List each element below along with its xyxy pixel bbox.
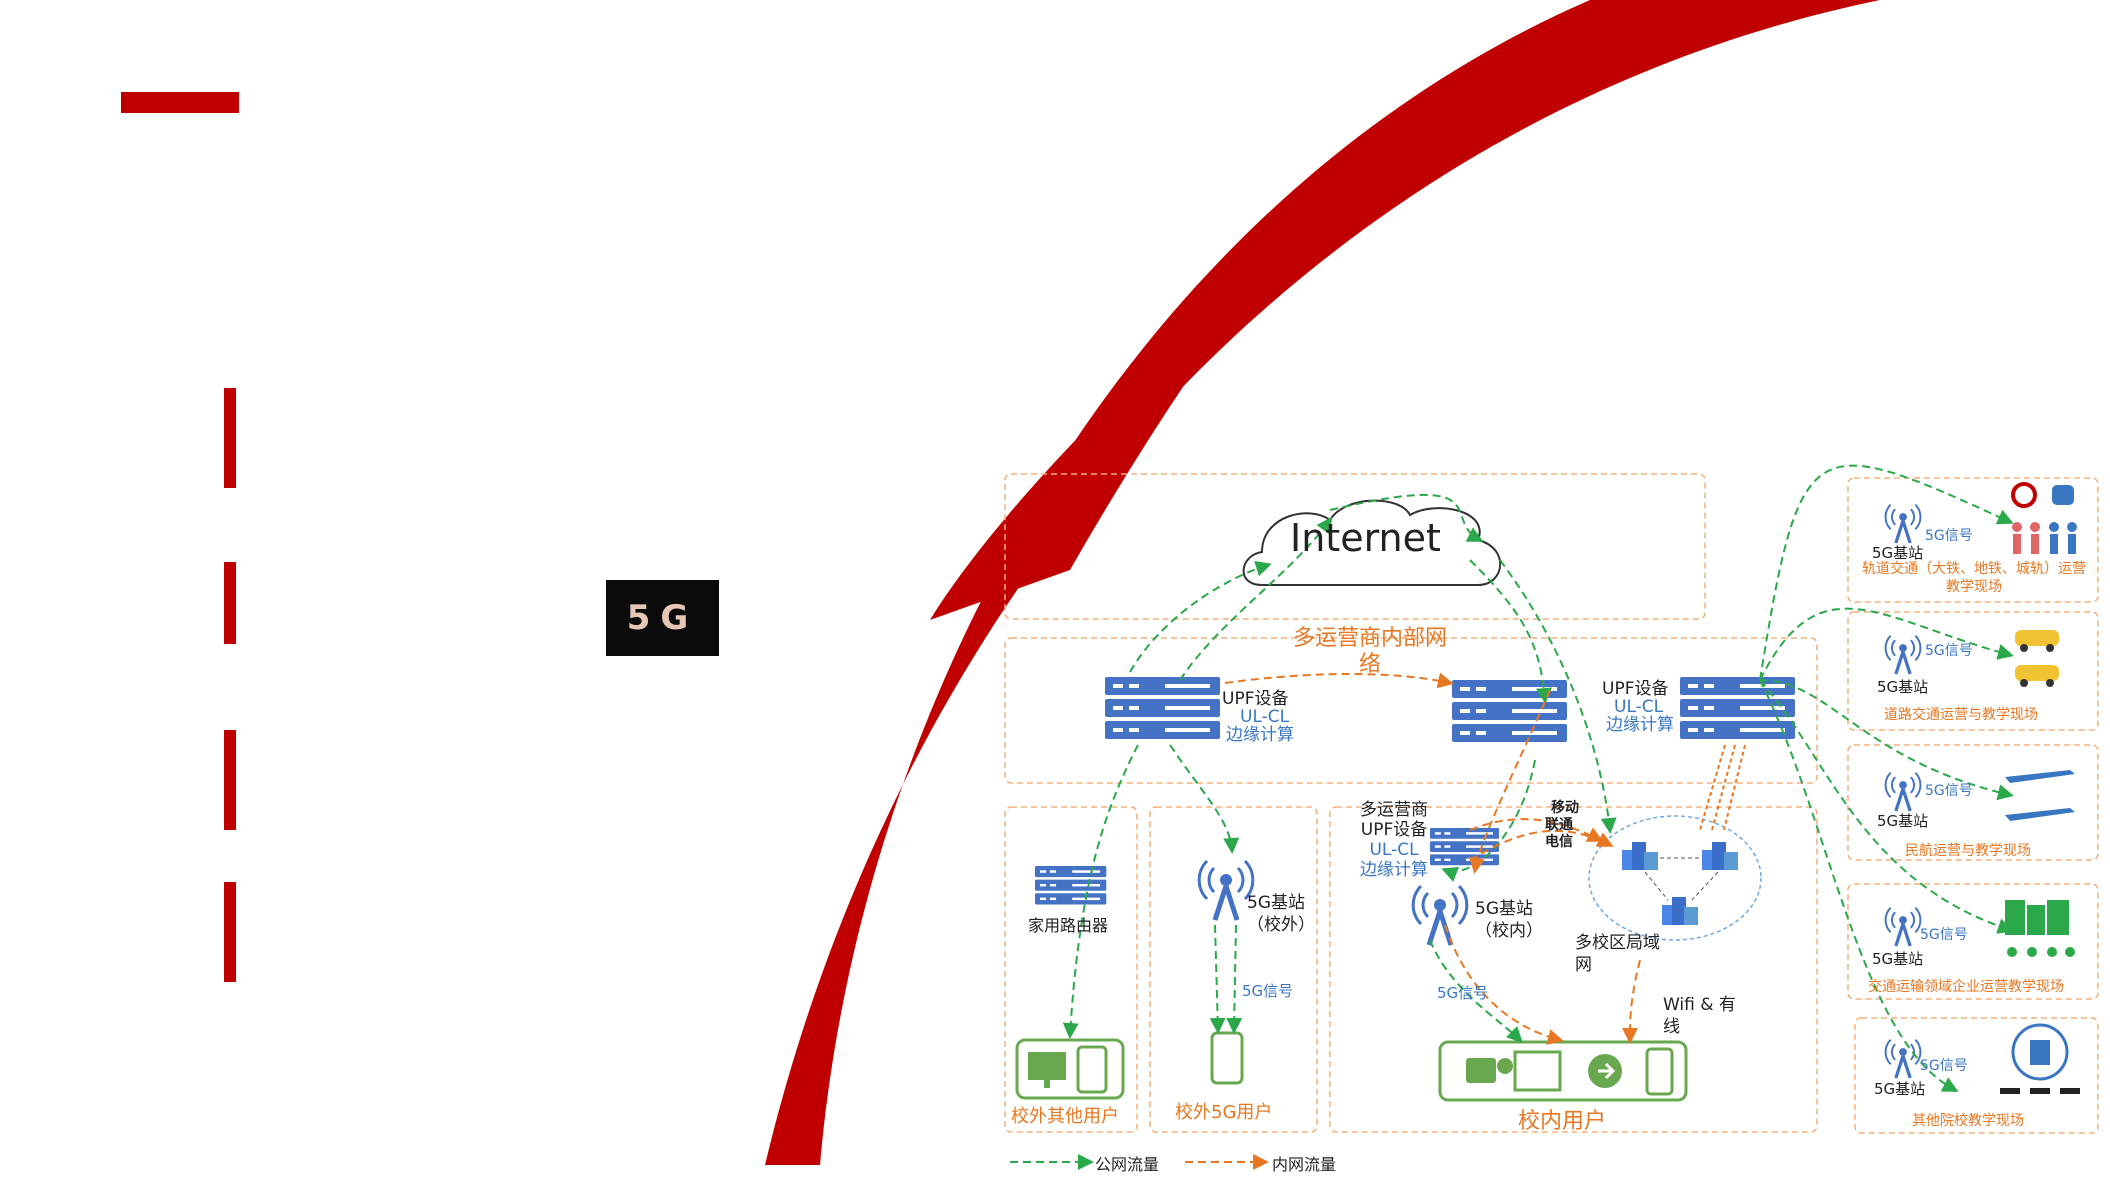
upf-right-line2: 边缘计算 bbox=[1606, 715, 1674, 735]
offcampus-signal-label: 5G信号 bbox=[1242, 982, 1294, 1000]
wifi-label: Wifi & 有线 bbox=[1663, 995, 1736, 1037]
upf-left-title: UPF设备 bbox=[1222, 689, 1289, 709]
site-1-signal: 5G信号 bbox=[1925, 528, 1973, 544]
site-3-signal: 5G信号 bbox=[1925, 783, 1973, 799]
operator-1: 移动 bbox=[1551, 800, 1579, 816]
offcampus-5g-users-label: 校外5G用户 bbox=[1175, 1102, 1273, 1123]
site-3-station: 5G基站 bbox=[1877, 812, 1929, 830]
vertical-marker-4 bbox=[224, 882, 236, 982]
campus-upf-line1: UL-CL bbox=[1369, 840, 1419, 860]
accent-bar bbox=[121, 92, 239, 113]
upf-left-line2: 边缘计算 bbox=[1226, 725, 1294, 745]
offcampus-other-users-label: 校外其他用户 bbox=[1011, 1106, 1119, 1127]
operator-2: 联通 bbox=[1545, 817, 1573, 833]
site-4-signal: 5G信号 bbox=[1920, 927, 1968, 943]
site-4-station: 5G基站 bbox=[1872, 950, 1924, 968]
site-1-name: 轨道交通（大铁、地铁、城轨）运营教学现场 bbox=[1862, 561, 2086, 595]
core-network-title: 多运营商内部网络 bbox=[1292, 626, 1447, 677]
campus-upf-title: 多运营商UPF设备 bbox=[1360, 800, 1428, 840]
vertical-marker-3 bbox=[224, 730, 236, 830]
oncampus-users-label: 校内用户 bbox=[1518, 1109, 1607, 1134]
vertical-marker-2 bbox=[224, 562, 236, 644]
home-router-label: 家用路由器 bbox=[1028, 916, 1109, 935]
upf-right-title: UPF设备 bbox=[1602, 679, 1669, 699]
upf-right-label: UPF设备 UL-CL 边缘计算 bbox=[1602, 680, 1674, 734]
upf-left-line1: UL-CL bbox=[1240, 707, 1290, 727]
operators-list: 移动 联通 电信 bbox=[1545, 800, 1579, 851]
legend-public: 公网流量 bbox=[1095, 1155, 1160, 1174]
internet-label: Internet bbox=[1290, 516, 1441, 560]
site-5-station: 5G基站 bbox=[1874, 1080, 1926, 1098]
campus-upf-line2: 边缘计算 bbox=[1360, 860, 1428, 880]
legend-internal: 内网流量 bbox=[1272, 1155, 1337, 1174]
upf-right-line1: UL-CL bbox=[1614, 697, 1664, 717]
operator-3: 电信 bbox=[1545, 834, 1573, 850]
lan-label: 多校区局域网 bbox=[1575, 933, 1660, 975]
site-5-name: 其他院校教学现场 bbox=[1912, 1113, 2024, 1129]
site-3-name: 民航运营与教学现场 bbox=[1905, 843, 2031, 859]
campus-upf-label: 多运营商UPF设备 UL-CL 边缘计算 bbox=[1354, 800, 1434, 880]
site-2-name: 道路交通运营与教学现场 bbox=[1884, 707, 2038, 723]
vertical-marker-1 bbox=[224, 388, 236, 488]
upf-left-label: UPF设备 UL-CL 边缘计算 bbox=[1222, 690, 1294, 744]
5g-badge: 5G bbox=[606, 580, 719, 656]
site-2-signal: 5G信号 bbox=[1925, 643, 1973, 659]
site-4-name: 交通运输领域企业运营教学现场 bbox=[1868, 979, 2064, 995]
offcampus-station-label: 5G基站（校外） bbox=[1247, 893, 1315, 935]
oncampus-signal-label: 5G信号 bbox=[1437, 984, 1489, 1002]
site-5-signal: 5G信号 bbox=[1920, 1058, 1968, 1074]
site-2-station: 5G基站 bbox=[1877, 678, 1929, 696]
site-1-station: 5G基站 bbox=[1872, 544, 1924, 562]
oncampus-station-label: 5G基站（校内） bbox=[1475, 899, 1543, 941]
badge-label: 5G bbox=[626, 598, 699, 638]
